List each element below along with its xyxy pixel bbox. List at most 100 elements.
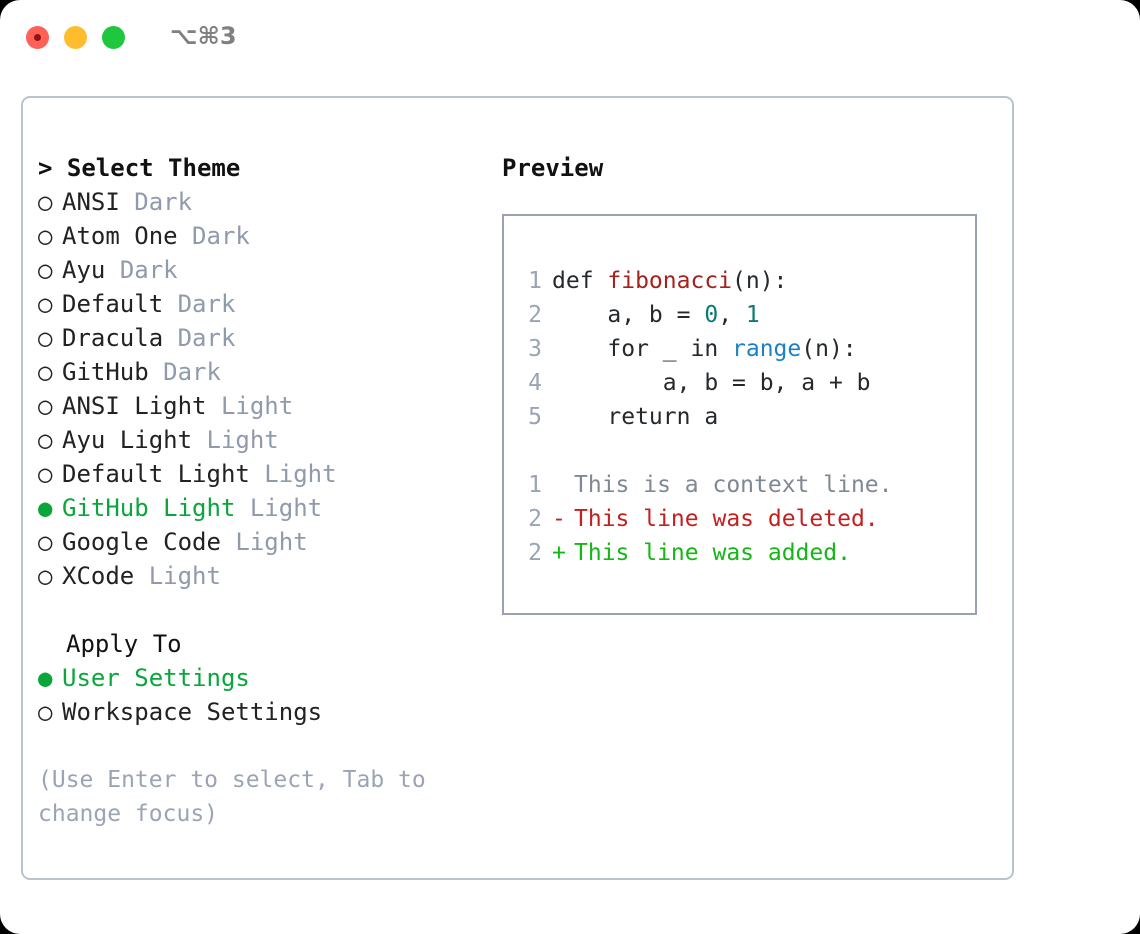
theme-option-label: Google Code [62,528,221,556]
code-line: 5 return a [520,400,871,434]
code-line-number: 2 [528,302,542,328]
theme-option-label: ANSI Light [62,392,207,420]
theme-variant-label: Light [249,494,323,522]
apply-to-option-label: Workspace Settings [62,698,323,726]
code-line-number: 1 [528,268,542,294]
theme-option-label: Ayu Light [62,426,193,454]
preview-title: Preview [502,154,604,182]
diff-marker [552,468,574,502]
diff-line: 1 This is a context line. [520,468,893,502]
theme-variant-label: Light [148,562,221,590]
theme-option[interactable]: ○Atom One Dark [38,219,478,253]
page-title: Select Theme [66,154,241,182]
theme-option-label: Default Light [62,460,250,488]
theme-option[interactable]: ○ Default Dark [38,287,478,321]
radio-unselected-icon: ○ [38,426,53,454]
theme-option[interactable]: ○ Google Code Light [38,525,478,559]
theme-variant-label: Dark [163,358,221,386]
diff-marker: + [552,540,566,566]
theme-option-label: Ayu [62,256,106,284]
theme-option-label: GitHub Light [62,494,236,522]
radio-unselected-icon: ○ [38,528,53,556]
diff-sample: 1 This is a context line.2-This line was… [520,468,893,570]
diff-text: This line was added. [574,540,851,566]
traffic-lights [26,26,125,49]
theme-variant-label: Dark [119,256,178,284]
code-line: 3 for _ in range(n): [520,332,871,366]
theme-variant-label: Light [206,426,279,454]
code-line-number: 3 [528,336,542,362]
code-token: for _ in [552,336,733,362]
code-line-number: 4 [528,370,542,396]
theme-option[interactable]: ○ ANSI Light Light [38,389,478,423]
theme-list-header: > Select Theme [38,151,478,185]
theme-variant-label: Dark [177,324,236,352]
theme-option-label: GitHub [62,358,149,386]
code-line: 2 a, b = 0, 1 [520,298,871,332]
radio-unselected-icon: ○ [38,290,53,318]
minimize-button[interactable] [64,26,87,49]
code-line: 1 def fibonacci(n): [520,264,871,298]
theme-options-list: ○ANSI Dark○Atom One Dark○Ayu Dark○Defaul… [38,185,478,593]
code-token: (n): [801,336,857,362]
code-line: 4 a, b = b, a + b [520,366,871,400]
theme-option[interactable]: ○GitHub Dark [38,355,478,389]
theme-option[interactable]: ○ Ayu Light Light [38,423,478,457]
code-token: 0 [704,302,719,328]
code-token: a, b = [552,302,705,328]
radio-selected-icon: ● [38,494,53,522]
theme-variant-label: Dark [177,290,236,318]
diff-text: This line was deleted. [574,506,879,532]
theme-variant-label: Light [235,528,308,556]
diff-line-number: 2 [528,540,542,566]
theme-list-column: > Select Theme ○ANSI Dark○Atom One Dark○… [38,151,478,831]
code-token: return a [552,404,719,430]
theme-option[interactable]: ○XCode Light [38,559,478,593]
radio-unselected-icon: ○ [38,256,53,284]
code-token: (n): [732,268,788,294]
radio-unselected-icon: ○ [38,324,53,352]
code-token: a, b = b, a + b [552,370,871,396]
radio-unselected-icon: ○ [38,222,53,250]
theme-option-label: Dracula [62,324,164,352]
apply-to-option-label: User Settings [62,664,250,692]
diff-line-number: 1 [528,472,542,498]
apply-to-option[interactable]: ○Workspace Settings [38,695,478,729]
theme-option-label: Default [62,290,164,318]
spacer [38,593,478,627]
theme-option[interactable]: ○Default Light Light [38,457,478,491]
radio-selected-icon: ● [38,664,53,692]
apply-to-option[interactable]: ● User Settings [38,661,478,695]
theme-selector-panel: > Select Theme ○ANSI Dark○Atom One Dark○… [21,96,1014,880]
radio-unselected-icon: ○ [38,188,53,216]
diff-text: This is a context line. [574,472,893,498]
code-token: fibonacci [607,268,733,294]
code-token: def [552,268,608,294]
caret-icon: > [38,154,53,182]
theme-option[interactable]: ○ Dracula Dark [38,321,478,355]
close-button[interactable] [26,26,49,49]
maximize-button[interactable] [102,26,125,49]
theme-variant-label: Light [220,392,294,420]
keyboard-hint-text: (Use Enter to select, Tab to change focu… [38,767,426,827]
theme-option[interactable]: ○ ANSI Dark [38,185,478,219]
apply-to-header: Apply To [66,630,182,658]
keyboard-shortcut-label: ⌥⌘3 [170,22,237,50]
diff-marker: - [552,506,566,532]
diff-line: 2-This line was deleted. [520,502,893,536]
radio-unselected-icon: ○ [38,392,53,420]
apply-to-options-list: ● User Settings ○Workspace Settings [38,661,478,729]
theme-option[interactable]: ● GitHub Light Light [38,491,478,525]
code-token: , [718,302,746,328]
code-line-number: 5 [528,404,542,430]
theme-option[interactable]: ○ Ayu Dark [38,253,478,287]
theme-option-label: XCode [62,562,135,590]
diff-line: 2 + This line was added. [520,536,893,570]
theme-variant-label: Dark [134,188,193,216]
diff-line-number: 2 [528,506,542,532]
theme-option-label: ANSI [62,188,120,216]
code-token: 1 [745,302,760,328]
